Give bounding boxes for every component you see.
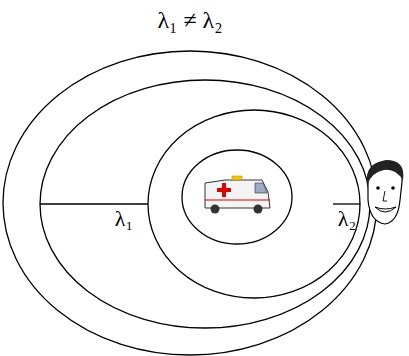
wavelength-label: λ₂ [338, 208, 356, 230]
wavefront [40, 80, 370, 328]
wavefront [3, 51, 377, 355]
listener-face [367, 160, 404, 224]
ambulance-icon [205, 176, 270, 214]
wavefront [148, 110, 360, 298]
wavelength-label: λ₁ [115, 208, 133, 230]
wavelength-line [40, 203, 148, 204]
diagram-title: λ₁ ≠ λ₂ [157, 8, 222, 32]
wavefront [182, 150, 292, 244]
wavelength-line [333, 203, 360, 204]
